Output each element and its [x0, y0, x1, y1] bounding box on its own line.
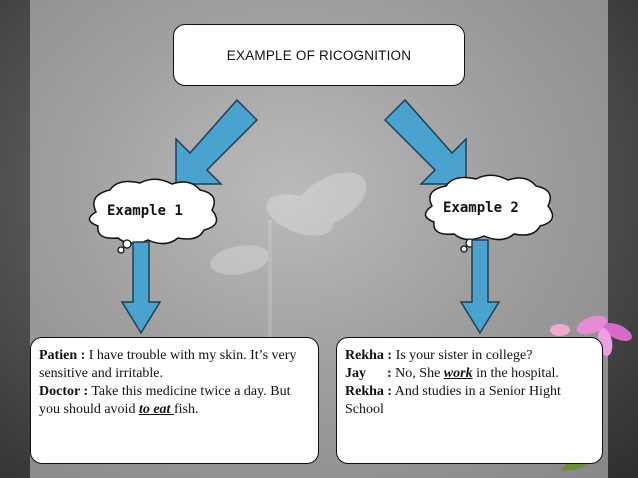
patien-utterance: I have trouble with my skin. It’s very s… [39, 348, 297, 381]
jay-utterance: No, She [395, 366, 444, 381]
example-2-box: Rekha : Is your sister in college? Jay :… [336, 337, 603, 464]
diagram-title: EXAMPLE OF RICOGNITION [226, 47, 412, 63]
example-2-line-2: Jay : No, She work in the hospital. [345, 365, 594, 383]
doctor-utterance-end: fish. [173, 402, 199, 417]
speaker-patien: Patien : [39, 348, 86, 363]
title-box: EXAMPLE OF RICOGNITION [173, 24, 465, 86]
arrow-to-example-1 [175, 98, 259, 185]
highlight-work: work [443, 366, 473, 381]
speaker-rekha: Rekha : [345, 348, 393, 363]
arrow-down-example-1 [120, 241, 162, 335]
speaker-rekha-2: Rekha : [345, 384, 393, 399]
arrow-to-example-2 [383, 98, 467, 185]
example-1-line-1: Patien : I have trouble with my skin. It… [39, 347, 310, 383]
speaker-jay: Jay [345, 366, 366, 381]
pink-flower [550, 315, 632, 471]
doctor-utterance: Take this medicine twice a day. But you … [39, 384, 291, 417]
background-flower [210, 172, 367, 340]
example-2-label: Example 2 [443, 200, 519, 216]
example-1-line-2: Doctor : Take this medicine twice a day.… [39, 383, 310, 419]
rekha-utterance-2: And studies in a Senior Hight School [345, 384, 561, 417]
example-2-line-3: Rekha : And studies in a Senior Hight Sc… [345, 383, 594, 419]
thought-cloud-1 [88, 178, 218, 254]
jay-colon: : [366, 366, 396, 381]
rekha-utterance-1: Is your sister in college? [392, 348, 533, 363]
example-2-line-1: Rekha : Is your sister in college? [345, 347, 594, 365]
example-1-label: Example 1 [107, 203, 183, 219]
highlight-to-eat: to eat [138, 402, 174, 417]
arrow-down-example-2 [459, 239, 501, 335]
thought-cloud-2 [424, 174, 554, 253]
speaker-doctor: Doctor : [39, 384, 89, 399]
example-1-box: Patien : I have trouble with my skin. It… [30, 337, 319, 464]
jay-utterance-end: in the hospital. [472, 366, 559, 381]
